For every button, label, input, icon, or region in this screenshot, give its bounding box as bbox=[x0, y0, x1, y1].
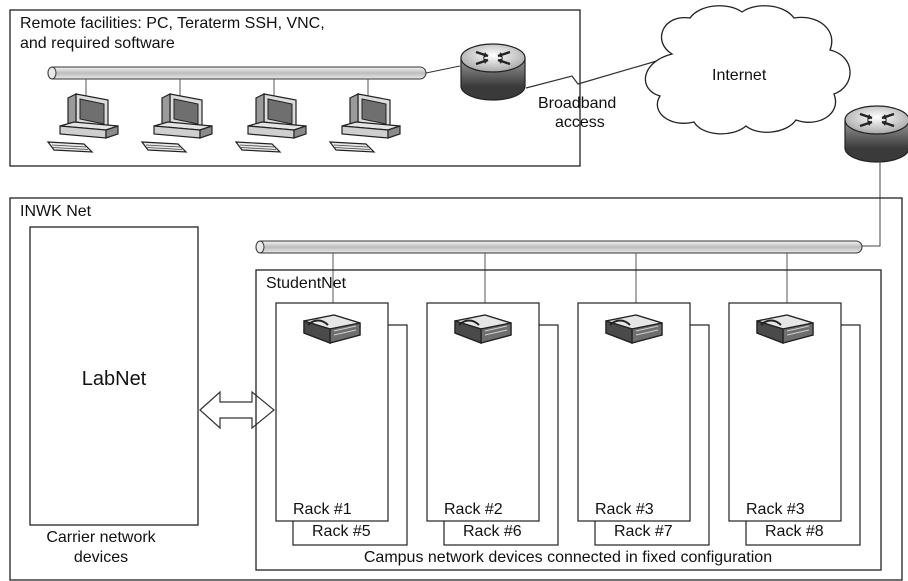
studentnet-box bbox=[255, 269, 882, 571]
remote-drops bbox=[85, 79, 369, 98]
campus-drops bbox=[332, 253, 788, 318]
broadband-label-line1: Broadband bbox=[538, 95, 616, 112]
studentnet-label: StudentNet bbox=[266, 275, 347, 292]
campus-router-icon bbox=[843, 104, 908, 164]
rack-front-label: Rack #3 bbox=[746, 501, 805, 518]
campus-bus bbox=[255, 240, 863, 254]
bidirectional-arrow-icon bbox=[199, 390, 275, 430]
studentnet-caption: Campus network devices connected in fixe… bbox=[364, 549, 772, 566]
broadband-label-line2: access bbox=[555, 114, 605, 131]
internet-label: Internet bbox=[712, 67, 767, 84]
inwk-net-label: INWK Net bbox=[20, 203, 92, 220]
inwk-net-box bbox=[9, 197, 903, 581]
rack-back-label: Rack #8 bbox=[765, 523, 824, 540]
rack-front-label: Rack #1 bbox=[293, 501, 352, 518]
remote-router-icon bbox=[459, 42, 527, 102]
labnet-caption-line1: Carrier network bbox=[46, 529, 156, 546]
labnet-label: LabNet bbox=[82, 368, 147, 390]
rack-back-label: Rack #7 bbox=[614, 523, 673, 540]
rack-back-label: Rack #6 bbox=[463, 523, 522, 540]
internet-cloud bbox=[644, 5, 851, 135]
remote-title-line1: Remote facilities: PC, Teraterm SSH, VNC… bbox=[20, 15, 325, 32]
remote-title-line2: and required software bbox=[20, 35, 175, 52]
rack-front-label: Rack #3 bbox=[595, 501, 654, 518]
labnet-caption-line2: devices bbox=[74, 549, 128, 566]
remote-bus bbox=[47, 66, 427, 80]
broadband-link bbox=[525, 59, 661, 89]
rack-back-label: Rack #5 bbox=[312, 523, 371, 540]
router-campus-link bbox=[862, 160, 881, 247]
labnet-box bbox=[29, 226, 199, 526]
rack-front-label: Rack #2 bbox=[444, 501, 503, 518]
bus-router-link bbox=[425, 65, 461, 74]
